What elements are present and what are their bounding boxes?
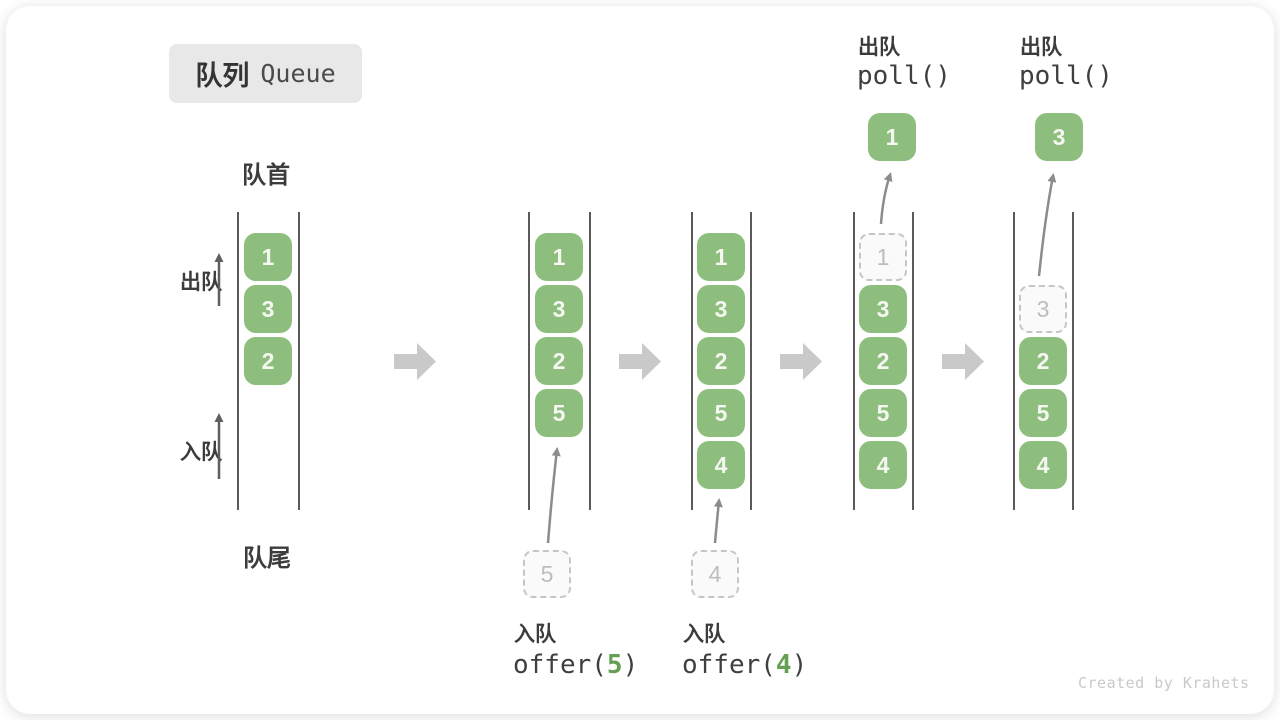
queue-cell: 2	[859, 337, 907, 385]
queue-cell: 5	[697, 389, 745, 437]
queue-wall	[528, 212, 530, 510]
title-zh: 队列	[195, 61, 250, 91]
poll-op-label: 出队	[858, 36, 900, 59]
queue-cell: 2	[1019, 337, 1067, 385]
label-dequeue: 出队	[180, 271, 222, 294]
queue-cell: 4	[697, 441, 745, 489]
offer-arg: 5	[606, 650, 623, 680]
queue-cell: 5	[1019, 389, 1067, 437]
queue-cell: 1	[535, 233, 583, 281]
queue-wall	[750, 212, 752, 510]
queue-wall	[912, 212, 914, 510]
title-badge: 队列 Queue	[169, 44, 362, 103]
card-background	[6, 6, 1274, 714]
queue-wall	[237, 212, 239, 510]
polled-value-box: 3	[1035, 113, 1083, 161]
queue-cell: 1	[697, 233, 745, 281]
polled-value-box: 1	[868, 113, 916, 161]
queue-wall	[1072, 212, 1074, 510]
queue-cell: 2	[697, 337, 745, 385]
queue-cell: 2	[244, 337, 292, 385]
offer-op-label: 入队	[514, 623, 556, 646]
watermark: Created by Krahets	[1078, 674, 1250, 692]
queue-wall	[298, 212, 300, 510]
queue-cell: 1	[244, 233, 292, 281]
enqueue-value-box: 4	[691, 550, 739, 598]
queue-wall	[853, 212, 855, 510]
queue-cell-removed: 1	[859, 233, 907, 281]
offer-op-code: offer(5)	[513, 650, 639, 680]
queue-cell: 5	[859, 389, 907, 437]
queue-cell: 3	[697, 285, 745, 333]
queue-cell: 4	[859, 441, 907, 489]
offer-op-code: offer(4)	[682, 650, 808, 680]
queue-wall	[691, 212, 693, 510]
label-queue-front: 队首	[242, 162, 290, 189]
poll-op-code: poll()	[857, 61, 951, 91]
queue-wall	[589, 212, 591, 510]
label-queue-rear: 队尾	[243, 545, 291, 572]
queue-wall	[1013, 212, 1015, 510]
queue-cell: 3	[535, 285, 583, 333]
poll-op-label: 出队	[1020, 36, 1062, 59]
queue-cell: 2	[535, 337, 583, 385]
queue-cell: 5	[535, 389, 583, 437]
label-enqueue: 入队	[180, 441, 222, 464]
queue-cell: 4	[1019, 441, 1067, 489]
queue-cell-removed: 3	[1019, 285, 1067, 333]
poll-op-code: poll()	[1019, 61, 1113, 91]
queue-cell: 3	[859, 285, 907, 333]
title-en: Queue	[260, 59, 336, 88]
offer-op-label: 入队	[683, 623, 725, 646]
enqueue-value-box: 5	[523, 550, 571, 598]
queue-cell: 3	[244, 285, 292, 333]
offer-arg: 4	[775, 650, 792, 680]
